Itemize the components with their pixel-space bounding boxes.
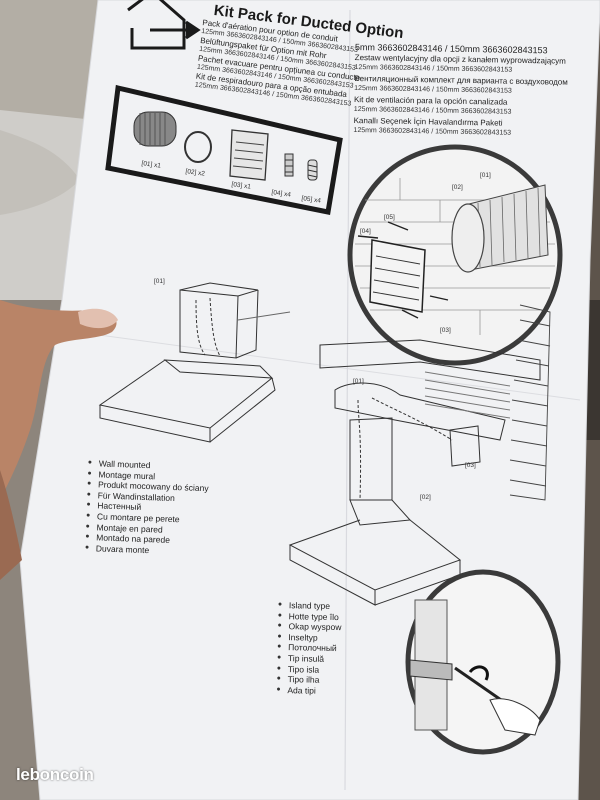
callout-01-wall: [01] xyxy=(154,278,165,285)
wall-plug-icon xyxy=(284,153,294,177)
callout-02-top: [02] xyxy=(452,184,463,191)
detail-circle-wall-vent xyxy=(347,144,563,366)
duct-hose-icon xyxy=(133,111,177,147)
callout-04: [04] xyxy=(360,228,371,235)
callout-03-top: [03] xyxy=(440,327,451,334)
callout-02-island: [02] xyxy=(420,494,431,501)
callout-03-island: [03] xyxy=(465,462,476,469)
callout-05: [05] xyxy=(384,214,395,221)
list-item: Ada tipi xyxy=(276,685,340,697)
screw-icon xyxy=(307,159,318,181)
header-languages-right: 5mm 3663602843146 / 150mm 3663602843153 … xyxy=(353,42,568,140)
island-type-list: Island type Hotte type îlo Okap wyspow I… xyxy=(276,600,342,696)
parts-box xyxy=(105,84,343,215)
clamp-ring-icon xyxy=(184,131,212,163)
callout-01-island: [01] xyxy=(353,378,364,385)
wall-mounted-list: Wall mounted Montage mural Produkt mocow… xyxy=(85,458,210,558)
leboncoin-watermark: leboncoin xyxy=(16,765,94,784)
wall-hood-diagram xyxy=(98,282,291,443)
island-hood-diagram xyxy=(288,304,551,606)
detail-circle-clamp xyxy=(405,569,561,755)
house-arrow-icon xyxy=(127,0,201,50)
vent-grille-icon xyxy=(229,129,269,181)
callout-01-top: [01] xyxy=(480,172,491,179)
hand xyxy=(0,300,117,500)
rotate-arrow-icon xyxy=(468,665,489,681)
